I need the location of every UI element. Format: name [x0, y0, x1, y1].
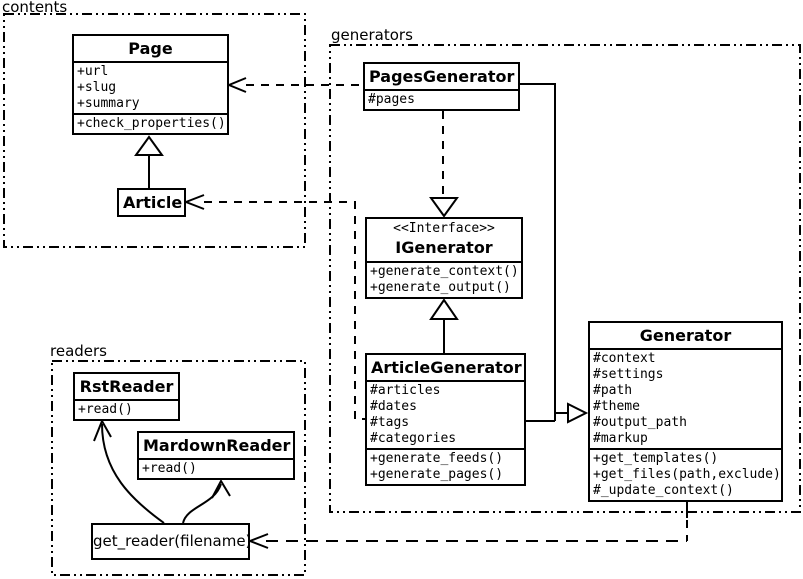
attribute: #markup	[593, 431, 648, 446]
class-title: MardownReader	[143, 436, 291, 455]
class-title: ArticleGenerator	[371, 358, 522, 377]
attribute: #output_path	[593, 415, 687, 430]
class-title: Generator	[639, 326, 732, 345]
attribute: #settings	[593, 367, 664, 382]
attribute: #articles	[370, 383, 441, 398]
class-title: Article	[123, 193, 183, 212]
attributes-compartment: #context #settings #path #theme #output_…	[590, 348, 781, 448]
dependency-articlegenerator-to-article-arrow-icon	[183, 194, 205, 210]
methods-compartment: +check_properties()	[74, 113, 227, 133]
inheritance-articlegenerator-to-igenerator-triangle-icon	[429, 298, 459, 320]
methods-compartment: +generate_feeds() +generate_pages()	[367, 448, 524, 484]
dependency-articlegenerator-to-article-line	[204, 201, 365, 420]
interface-title-compartment: <<Interface>> IGenerator	[367, 219, 521, 261]
class-box-igenerator: <<Interface>> IGenerator +generate_conte…	[365, 217, 523, 299]
method: +generate_output()	[370, 280, 511, 295]
readers-package-border	[51, 360, 306, 576]
attribute: +summary	[77, 96, 140, 111]
attribute: +slug	[77, 80, 117, 95]
attribute: #path	[593, 383, 633, 398]
generators-package-label: generators	[331, 26, 413, 44]
class-box-article: Article	[117, 188, 186, 217]
methods-compartment: +read()	[139, 458, 293, 478]
dependency-generator-to-getreader-arrow-icon	[247, 533, 269, 549]
attribute: +url	[77, 64, 109, 79]
inheritance-pagesgenerator-to-generator-line	[520, 83, 556, 421]
attribute: #theme	[593, 399, 640, 414]
method: +generate_context()	[370, 264, 519, 279]
stereotype-label: <<Interface>>	[393, 221, 495, 236]
attribute: #pages	[368, 92, 415, 107]
inheritance-to-generator-triangle-icon	[567, 402, 589, 424]
method: #_update_context()	[593, 483, 734, 498]
class-box-articlegenerator: ArticleGenerator #articles #dates #tags …	[365, 353, 526, 486]
method: +get_files(path,exclude)	[593, 467, 781, 482]
method: +read()	[78, 402, 133, 417]
arrow-getreader-to-mardownreader-head-icon	[211, 478, 231, 499]
contents-package-label: contents	[2, 0, 68, 16]
arrow-getreader-to-rstreader-head-icon	[93, 418, 112, 442]
methods-compartment: +read()	[75, 399, 178, 419]
method: +read()	[142, 461, 197, 476]
method: +get_templates()	[593, 451, 719, 466]
generators-package-border	[329, 44, 801, 513]
method: +check_properties()	[77, 116, 226, 131]
contents-package-border	[3, 13, 306, 248]
attribute: #context	[593, 351, 656, 366]
attributes-compartment: #articles #dates #tags #categories	[367, 380, 524, 448]
node-get-reader: get_reader(filename)	[91, 523, 251, 560]
class-box-page: Page +url +slug +summary +check_properti…	[72, 34, 229, 135]
class-box-mardownreader: MardownReader +read()	[137, 431, 295, 480]
dependency-pagesgenerator-to-page-arrow-icon	[226, 77, 247, 93]
class-box-generator: Generator #context #settings #path #them…	[588, 321, 783, 502]
attribute: #dates	[370, 399, 417, 414]
class-title: PagesGenerator	[369, 67, 515, 86]
methods-compartment: +get_templates() +get_files(path,exclude…	[590, 448, 781, 500]
arrow-getreader-to-rstreader-curve	[101, 423, 165, 524]
class-title: IGenerator	[395, 238, 493, 257]
attribute: #tags	[370, 415, 410, 430]
inheritance-article-to-page-triangle-icon	[134, 135, 164, 156]
method: +generate_pages()	[370, 467, 504, 482]
class-title: Page	[128, 39, 173, 58]
arrow-getreader-to-mardownreader-curve	[182, 483, 222, 524]
realization-pagesgenerator-to-igenerator-triangle-icon	[429, 197, 459, 218]
attributes-compartment: #pages	[365, 89, 518, 109]
class-box-rstreader: RstReader +read()	[73, 372, 180, 421]
class-title: RstReader	[79, 377, 174, 396]
methods-compartment: +generate_context() +generate_output()	[367, 261, 521, 297]
class-box-pagesgenerator: PagesGenerator #pages	[363, 62, 520, 111]
attributes-compartment: +url +slug +summary	[74, 61, 227, 113]
method: +generate_feeds()	[370, 451, 504, 466]
readers-package-label: readers	[50, 342, 107, 360]
attribute: #categories	[370, 431, 457, 446]
